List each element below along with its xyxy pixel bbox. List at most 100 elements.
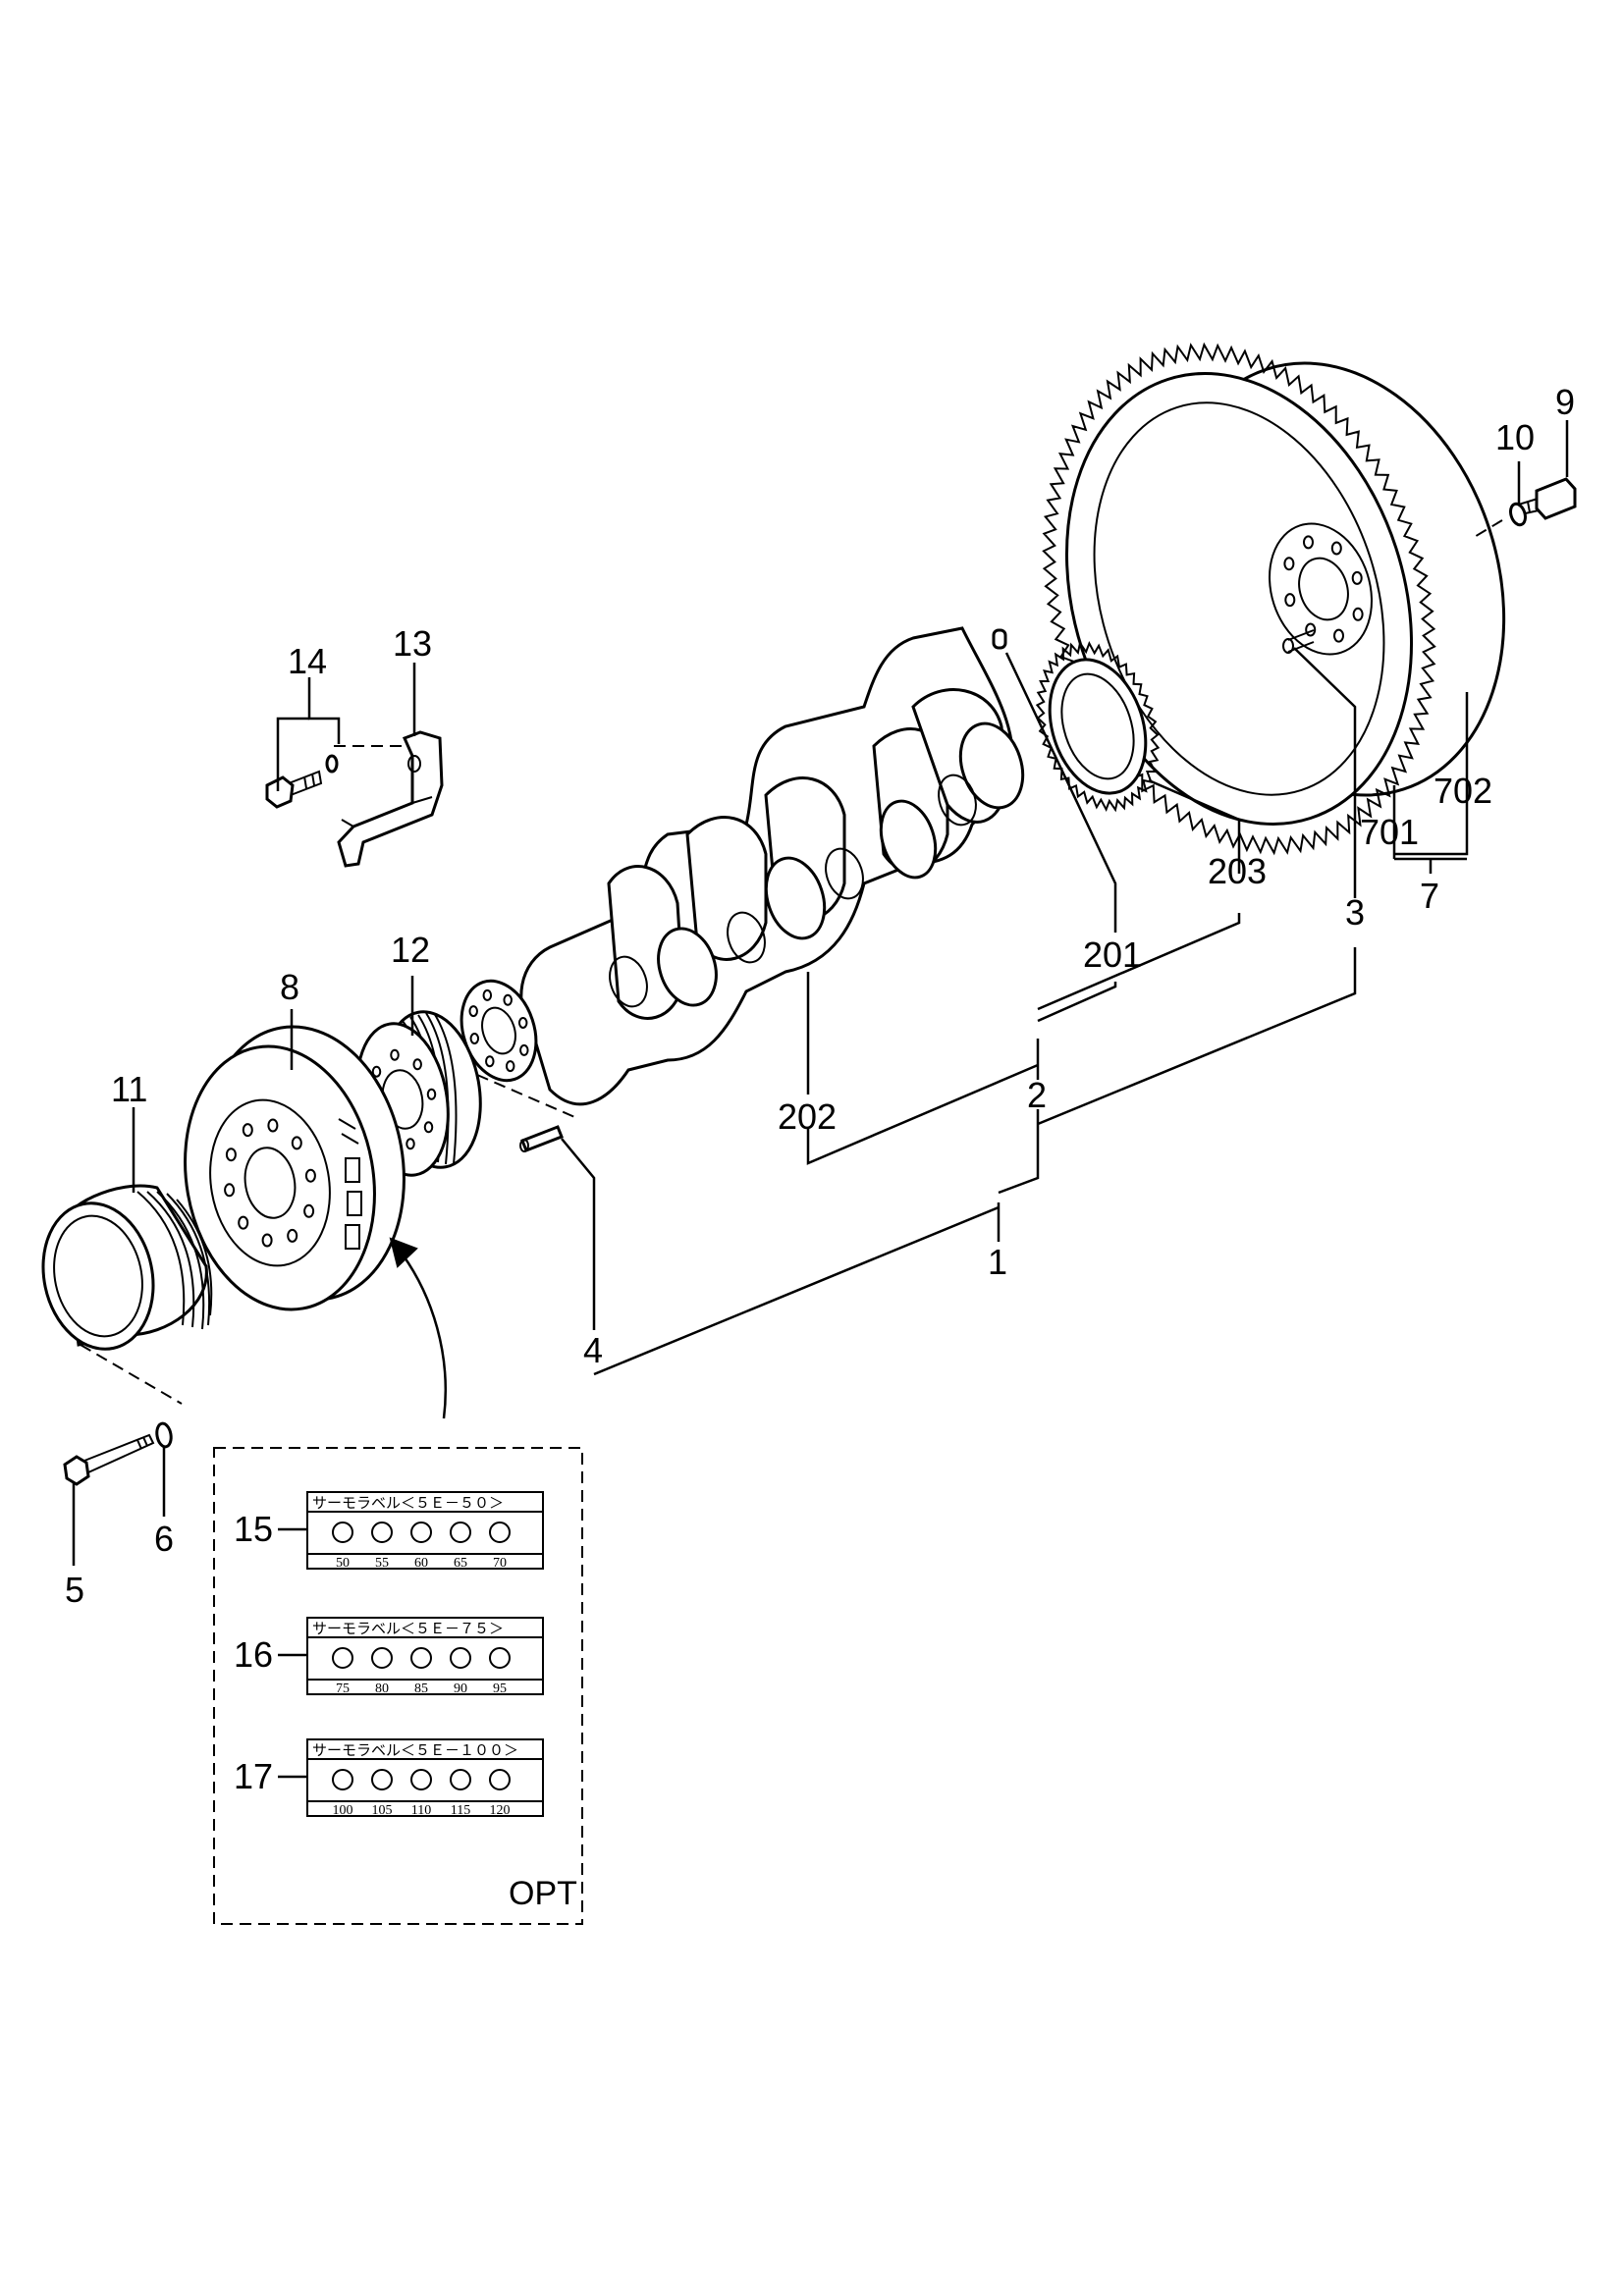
callout-3: 3 bbox=[1345, 892, 1365, 933]
callout-17: 17 bbox=[234, 1756, 273, 1796]
bolt-hole bbox=[1333, 628, 1344, 643]
thermo-temp: 65 bbox=[454, 1556, 467, 1571]
bolt-hole bbox=[469, 1033, 480, 1044]
vibration-damper bbox=[184, 1025, 406, 1311]
bolt-hole bbox=[412, 1058, 422, 1071]
callout-16: 16 bbox=[234, 1634, 273, 1675]
thermo-temp: 95 bbox=[493, 1682, 507, 1696]
bolt-hole bbox=[1305, 622, 1317, 637]
thermo-indicator-dot bbox=[450, 1647, 471, 1669]
flywheel bbox=[1042, 342, 1506, 856]
leader-lines bbox=[72, 420, 1569, 1566]
thermo-label-title: サーモラベル＜５Ｅ－５０＞ bbox=[312, 1494, 504, 1512]
callout-2: 2 bbox=[1027, 1075, 1047, 1115]
sensor-bracket bbox=[337, 730, 444, 868]
thermo-indicator-dot bbox=[371, 1647, 393, 1669]
thermo-temp: 80 bbox=[375, 1682, 389, 1696]
thermo-temp: 105 bbox=[372, 1803, 393, 1818]
thermo-indicator-dot bbox=[450, 1769, 471, 1790]
thermo-temp: 85 bbox=[414, 1682, 428, 1696]
callout-14: 14 bbox=[288, 641, 327, 681]
thermo-indicator-dot bbox=[332, 1522, 353, 1543]
thermo-temp: 55 bbox=[375, 1556, 389, 1571]
option-box: OPT 15 サーモラベル＜５Ｅ－５０＞ 50 55 60 65 70 16 サ… bbox=[213, 1447, 583, 1925]
bolt-hole bbox=[482, 988, 493, 1001]
thermo-indicator-dot bbox=[489, 1522, 511, 1543]
callout-201: 201 bbox=[1083, 934, 1142, 975]
dowel-pin bbox=[519, 1125, 564, 1152]
callout-202: 202 bbox=[778, 1096, 837, 1137]
bolt-hole bbox=[303, 1203, 315, 1218]
thermo-indicator-dot bbox=[489, 1769, 511, 1790]
callout-203: 203 bbox=[1208, 851, 1267, 891]
thermo-label-50: サーモラベル＜５Ｅ－５０＞ 50 55 60 65 70 bbox=[306, 1491, 544, 1571]
flywheel-washer bbox=[1509, 502, 1527, 527]
bolt-hole bbox=[267, 1118, 279, 1133]
crankshaft bbox=[460, 626, 1025, 1106]
pulley-washer bbox=[155, 1421, 173, 1449]
callout-5: 5 bbox=[65, 1570, 84, 1610]
thermo-temp: 120 bbox=[490, 1803, 511, 1818]
thermo-temp: 70 bbox=[493, 1556, 507, 1571]
callout-701: 701 bbox=[1360, 812, 1419, 852]
thermo-indicator-dot bbox=[410, 1522, 432, 1543]
bolt-hole bbox=[485, 1055, 495, 1068]
bolt-hole bbox=[224, 1183, 236, 1198]
crankshaft-key bbox=[992, 628, 1007, 650]
bolt-hole bbox=[426, 1088, 437, 1100]
callout-9: 9 bbox=[1555, 382, 1575, 422]
bolt-hole bbox=[238, 1215, 249, 1230]
callout-1: 1 bbox=[988, 1242, 1007, 1282]
bolt-hole bbox=[225, 1148, 237, 1162]
pulley-bolt bbox=[63, 1433, 155, 1486]
thermo-temp: 60 bbox=[414, 1556, 428, 1571]
bolt-hole bbox=[503, 993, 513, 1006]
thermo-indicator-dot bbox=[332, 1769, 353, 1790]
bolt-hole bbox=[242, 1123, 253, 1138]
thermo-indicator-dot bbox=[410, 1647, 432, 1669]
bolt-hole bbox=[261, 1233, 273, 1248]
bolt-hole bbox=[304, 1168, 316, 1183]
thermo-indicator-dot bbox=[410, 1769, 432, 1790]
thermo-indicator-dot bbox=[371, 1522, 393, 1543]
bolt-hole bbox=[517, 1017, 528, 1029]
thermo-indicator-dot bbox=[450, 1522, 471, 1543]
thermo-temp: 50 bbox=[336, 1556, 350, 1571]
callout-labels: 1 2 3 4 5 6 7 8 9 10 11 12 13 14 201 202… bbox=[65, 382, 1575, 1610]
thermo-indicator-dot bbox=[332, 1647, 353, 1669]
callout-7: 7 bbox=[1420, 876, 1439, 916]
bolt-hole bbox=[406, 1138, 415, 1150]
bolt-hole bbox=[1303, 535, 1314, 550]
bracket-bolt bbox=[265, 754, 339, 809]
callout-702: 702 bbox=[1434, 771, 1492, 811]
callout-12: 12 bbox=[391, 930, 430, 970]
callout-6: 6 bbox=[154, 1519, 174, 1559]
bolt-hole bbox=[1351, 570, 1363, 585]
bolt-hole bbox=[390, 1048, 400, 1061]
crank-pulley bbox=[41, 1184, 213, 1351]
bolt-hole bbox=[1283, 557, 1295, 571]
callout-15: 15 bbox=[234, 1509, 273, 1549]
thermo-temp: 110 bbox=[411, 1803, 431, 1818]
callout-8: 8 bbox=[280, 967, 299, 1007]
crankshaft-gear bbox=[1035, 640, 1161, 813]
bolt-hole bbox=[1352, 607, 1364, 621]
bolt-hole bbox=[291, 1136, 302, 1150]
thermo-temp: 100 bbox=[333, 1803, 353, 1818]
thermo-temp: 115 bbox=[451, 1803, 470, 1818]
callout-4: 4 bbox=[583, 1330, 603, 1370]
callout-11: 11 bbox=[111, 1069, 147, 1109]
bolt-hole bbox=[1330, 541, 1342, 556]
bolt-hole bbox=[371, 1065, 382, 1078]
thermo-indicator-dot bbox=[371, 1769, 393, 1790]
bolt-hole bbox=[1284, 593, 1296, 608]
bolt-hole bbox=[423, 1121, 434, 1134]
thermo-indicator-dot bbox=[489, 1647, 511, 1669]
thermo-label-title: サーモラベル＜５Ｅ－１００＞ bbox=[312, 1741, 518, 1759]
thermo-label-title: サーモラベル＜５Ｅ－７５＞ bbox=[312, 1620, 504, 1637]
thermo-temp: 75 bbox=[336, 1682, 350, 1696]
bolt-hole bbox=[287, 1228, 298, 1243]
option-label: OPT bbox=[509, 1875, 577, 1912]
bolt-hole bbox=[519, 1043, 529, 1056]
